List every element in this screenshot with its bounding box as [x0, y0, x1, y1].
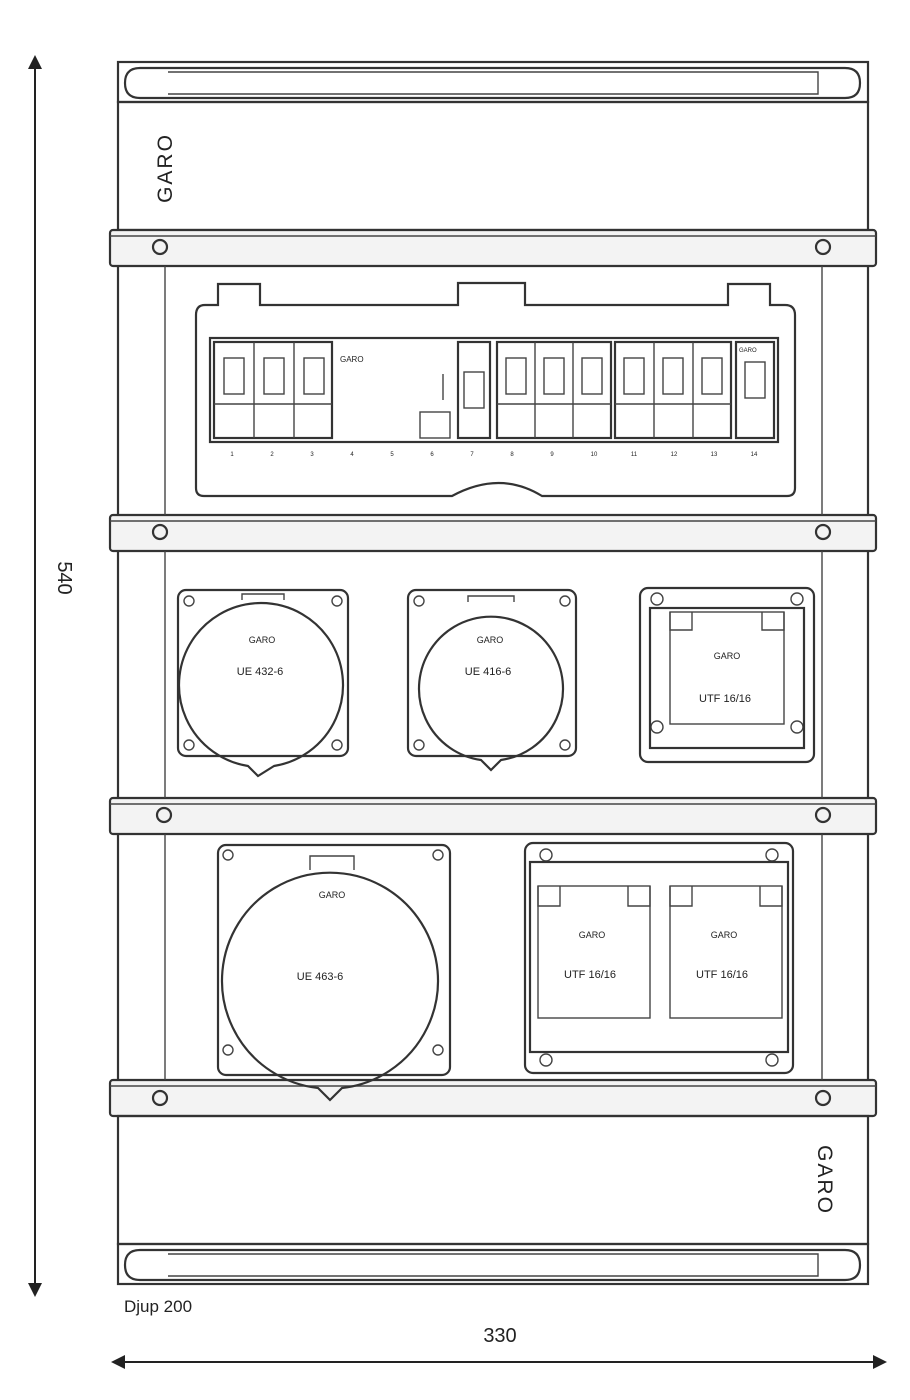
terminal-number: 1	[230, 452, 234, 458]
terminal-number: 4	[350, 452, 354, 458]
utf-outlet-left: GARO UTF 16/16	[537, 885, 651, 1019]
socket-rating: UTF 16/16	[564, 969, 616, 981]
terminal-number: 10	[591, 452, 598, 458]
terminal-number: 9	[550, 452, 554, 458]
terminal-number: 13	[711, 452, 718, 458]
socket-brand: GARO	[477, 635, 504, 645]
bottom-logo: GARO	[813, 1145, 836, 1215]
socket-double-utf: GARO UTF 16/16 GARO UTF 16/16	[523, 841, 795, 1075]
socket-brand: GARO	[711, 930, 738, 940]
utf-outlet-right: GARO UTF 16/16	[669, 885, 783, 1019]
mounting-bar-1	[108, 228, 878, 268]
terminal-number: 12	[671, 452, 678, 458]
socket-brand: GARO	[579, 930, 606, 940]
terminal-number: 2	[270, 452, 274, 458]
socket-round-1: GARO UE 432-6	[176, 588, 350, 778]
bottom-cap: GARO	[116, 1114, 870, 1286]
socket-rating: UTF 16/16	[696, 969, 748, 981]
terminal-number: 6	[430, 452, 434, 458]
height-dimension-label: 540	[53, 561, 75, 594]
depth-label: Djup 200	[124, 1297, 192, 1316]
mounting-bar-2	[108, 513, 878, 553]
socket-brand: GARO	[319, 890, 346, 900]
breaker-label-main: GARO	[340, 355, 364, 364]
socket-round-2: GARO UE 416-6	[406, 588, 578, 772]
terminal-numbers: 1 2 3 4 5 6 7 8 9 10 11 12 13 14	[230, 452, 758, 458]
terminal-number: 14	[751, 452, 758, 458]
terminal-number: 3	[310, 452, 314, 458]
enclosure-body	[116, 266, 870, 1080]
mounting-bar-4	[108, 1078, 878, 1118]
terminal-number: 5	[390, 452, 394, 458]
socket-rating: UE 463-6	[297, 971, 343, 983]
socket-rating: UE 432-6	[237, 666, 283, 678]
socket-brand: GARO	[249, 635, 276, 645]
breaker-panel: GARO GARO 1 2 3 4 5 6 7	[194, 281, 797, 498]
terminal-number: 11	[631, 452, 638, 458]
socket-rating: UE 416-6	[465, 666, 511, 678]
breaker-label-small: GARO	[739, 348, 757, 354]
width-dimension: 330	[111, 1325, 887, 1369]
socket-square-1: GARO UTF 16/16	[638, 586, 816, 764]
terminal-number: 8	[510, 452, 514, 458]
top-logo: GARO	[154, 133, 177, 203]
terminal-number: 7	[470, 452, 474, 458]
socket-rating: UTF 16/16	[699, 693, 751, 705]
width-dimension-label: 330	[483, 1325, 516, 1347]
top-cap: GARO	[116, 60, 870, 232]
socket-round-large: GARO UE 463-6	[216, 843, 452, 1102]
mounting-bar-3	[108, 796, 878, 836]
height-dimension: 540	[28, 55, 75, 1297]
socket-brand: GARO	[714, 651, 741, 661]
